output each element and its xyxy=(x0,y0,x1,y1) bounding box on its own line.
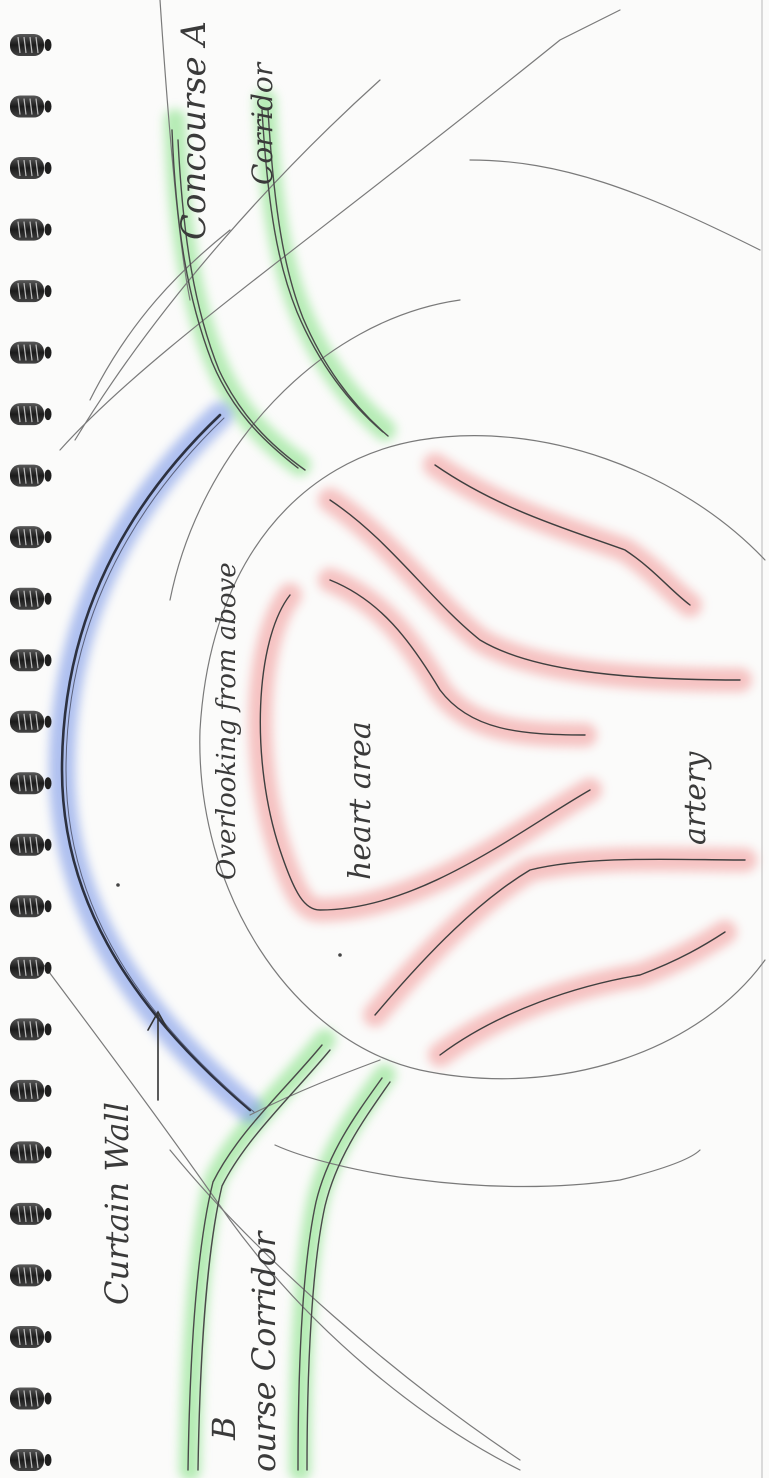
label-concourse-b-corridor: ourse Corridor xyxy=(245,1230,283,1472)
corridor-b-lines xyxy=(187,1044,391,1471)
spiral-binding-ring-icon xyxy=(10,710,52,733)
spiral-binding-ring-icon xyxy=(10,833,52,856)
label-heart-area: heart area xyxy=(343,721,378,880)
pencil-construction-lines xyxy=(39,0,766,1471)
spiral-binding-ring-icon xyxy=(10,1325,52,1348)
spiral-binding-ring-icon xyxy=(10,956,52,979)
spiral-binding-ring-icon xyxy=(10,587,52,610)
spiral-binding-ring-icon xyxy=(10,1141,52,1164)
spiral-binding xyxy=(10,34,52,1471)
label-concourse-a: Concourse A xyxy=(174,21,214,240)
spiral-binding-ring-icon xyxy=(10,280,52,303)
spiral-binding-ring-icon xyxy=(10,464,52,487)
label-corridor-a: Corridor xyxy=(246,61,279,185)
label-curtain-wall: Curtain Wall xyxy=(98,1102,136,1305)
artery-lines xyxy=(259,464,746,1056)
spiral-binding-ring-icon xyxy=(10,341,52,364)
pencil-dot xyxy=(116,883,120,887)
spiral-binding-ring-icon xyxy=(10,34,52,56)
spiral-binding-ring-icon xyxy=(10,1387,52,1410)
curtain-wall-arc xyxy=(60,413,252,1112)
corridor-a-lines xyxy=(171,109,389,471)
spiral-binding-ring-icon xyxy=(10,649,52,672)
spiral-binding-ring-icon xyxy=(10,1079,52,1102)
label-artery: artery xyxy=(678,751,713,845)
spiral-binding-ring-icon xyxy=(10,895,52,918)
label-b-marker: B xyxy=(205,1416,243,1441)
corridor-b-highlight xyxy=(179,1029,396,1478)
spiral-binding-ring-icon xyxy=(10,95,52,118)
label-overlooking: Overlooking from above xyxy=(212,562,242,880)
spiral-binding-ring-icon xyxy=(10,218,52,241)
spiral-binding-ring-icon xyxy=(10,1202,52,1225)
spiral-binding-ring-icon xyxy=(10,157,52,180)
spiral-binding-ring-icon xyxy=(10,1018,52,1041)
arrow-right-icon xyxy=(147,1010,169,1101)
spiral-binding-ring-icon xyxy=(10,1449,52,1471)
pencil-dot xyxy=(338,953,342,957)
spiral-binding-ring-icon xyxy=(10,772,52,795)
spiral-binding-ring-icon xyxy=(10,403,52,426)
spiral-binding-ring-icon xyxy=(10,526,52,549)
spiral-binding-ring-icon xyxy=(10,1264,52,1287)
artery-highlights xyxy=(248,453,757,1067)
